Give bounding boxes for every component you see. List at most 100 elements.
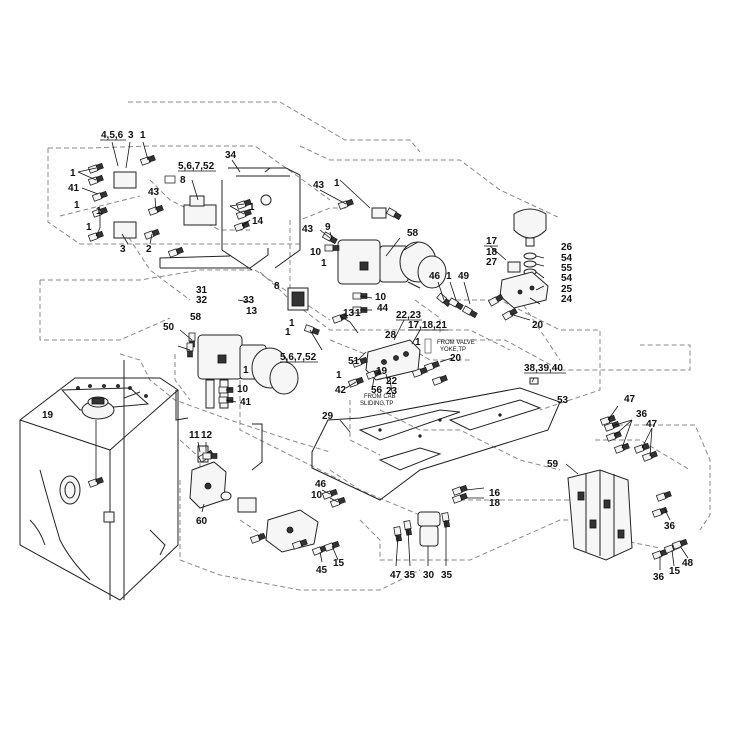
callout-label: 8 [180,175,186,186]
callout-label: 33 [243,295,255,306]
callout-label: 50 [163,322,175,333]
callout-label: 1 [289,318,295,329]
callout-label: 31 [196,285,208,296]
callout-label: 1 [285,327,291,338]
solenoid-valve [287,287,309,311]
callout-label: 13 [343,308,355,319]
callout-label: 19 [42,410,54,421]
callout-label: 5,6,7,52 [280,352,317,363]
hose-fitting [303,324,320,336]
leader-lines [77,141,689,570]
manifold-block [499,261,549,309]
callout-label: 1 [249,202,255,213]
callout-label: 18 [486,247,498,258]
hose-fitting [91,190,108,202]
callout-label: 1 [74,200,80,211]
callout-label: 13 [246,306,258,317]
mounting-base-plate [311,387,561,501]
callout-label: 17 [486,236,498,247]
callout-label: 20 [450,353,462,364]
callout-label: 12 [201,430,213,441]
hose-fitting [633,442,650,454]
hose-fitting [436,292,452,307]
callout-label: 4,5,6 [101,130,124,141]
callout-label: 1 [336,370,342,381]
callout-label: 1 [86,222,92,233]
routing-notes: FROM VALVE YOKE,TP FROM CAB SLIDING,TP [164,175,475,407]
callout-label: 8 [274,281,280,292]
callout-label: 58 [407,228,419,239]
callout-label: 17,18,21 [408,320,447,331]
hose-fitting [91,206,108,218]
hose-fitting [385,207,402,221]
callout-label: 22,23 [396,310,421,321]
callout-label: 1 [140,130,146,141]
callout-label: 3 [128,130,134,141]
callout-label: 49 [458,271,470,282]
hose-fitting [235,198,252,210]
callout-label: 15 [669,566,681,577]
hose-fitting [186,342,194,358]
callout-label: 43 [313,180,325,191]
part-callouts: 4,5,6 3 1 34 5,6,7,52 1 41 43 8 1 1 14 3… [42,130,694,583]
note-from-valve: FROM VALVE [437,340,475,346]
callout-label: 55 [561,263,573,274]
hose-fitting [651,548,668,560]
callout-label: 1 [446,271,452,282]
callout-label: 11 [189,430,200,441]
note-yoke: YOKE,TP [440,347,466,353]
callout-label: 5,6,7,52 [178,161,215,172]
callout-label: 44 [377,303,389,314]
hose-fitting [233,220,250,232]
hose-fitting [291,538,308,550]
callout-label: 46 [429,271,441,282]
callout-label: 46 [315,479,327,490]
small-brackets [123,360,539,471]
hose-fitting [403,520,413,536]
callout-label: 1 [355,308,361,319]
hose-fitting [411,366,428,378]
callout-label: 47 [624,394,636,405]
callout-label: 48 [682,558,694,569]
hose-fitting [324,244,340,252]
callout-label: 10 [311,490,323,501]
callout-label: 58 [190,312,202,323]
callout-label: 20 [532,320,544,331]
callout-label: 35 [404,570,416,581]
callout-label: 51 [348,356,360,367]
inline-filter [417,511,441,547]
callout-label: 32 [196,295,208,306]
hose-fitting [641,450,658,462]
note-sliding: SLIDING,TP [360,401,393,407]
hydraulic-tank [19,377,179,601]
callout-label: 10 [375,292,387,303]
callout-label: 24 [561,294,573,305]
hose-fitting [451,492,468,504]
callout-label: 47 [646,419,658,430]
hose-fitting [167,246,184,258]
callout-label: 34 [225,150,237,161]
hose-fittings [87,154,688,560]
callout-label: 38,39,40 [524,363,563,374]
hose-fitting [613,442,630,454]
hose-fitting [431,374,448,386]
callout-label: 60 [196,516,208,527]
hose-fitting [655,490,672,502]
valve-block-bracket [113,167,301,271]
callout-label: 1 [334,178,340,189]
callout-label: 43 [148,187,160,198]
callout-label: 25 [561,284,573,295]
hose-fitting [501,307,518,321]
callout-label: 47 [390,570,402,581]
callout-label: 59 [547,459,559,470]
callout-label: 2 [146,244,152,255]
callout-label: 29 [322,411,334,422]
label-underlines [100,139,566,374]
main-control-valve [567,469,633,561]
callout-label: 41 [68,183,80,194]
hose-fitting [451,484,468,496]
callout-label: 10 [310,247,322,258]
hose-fitting [329,496,346,508]
callout-label: 56 [371,385,383,396]
